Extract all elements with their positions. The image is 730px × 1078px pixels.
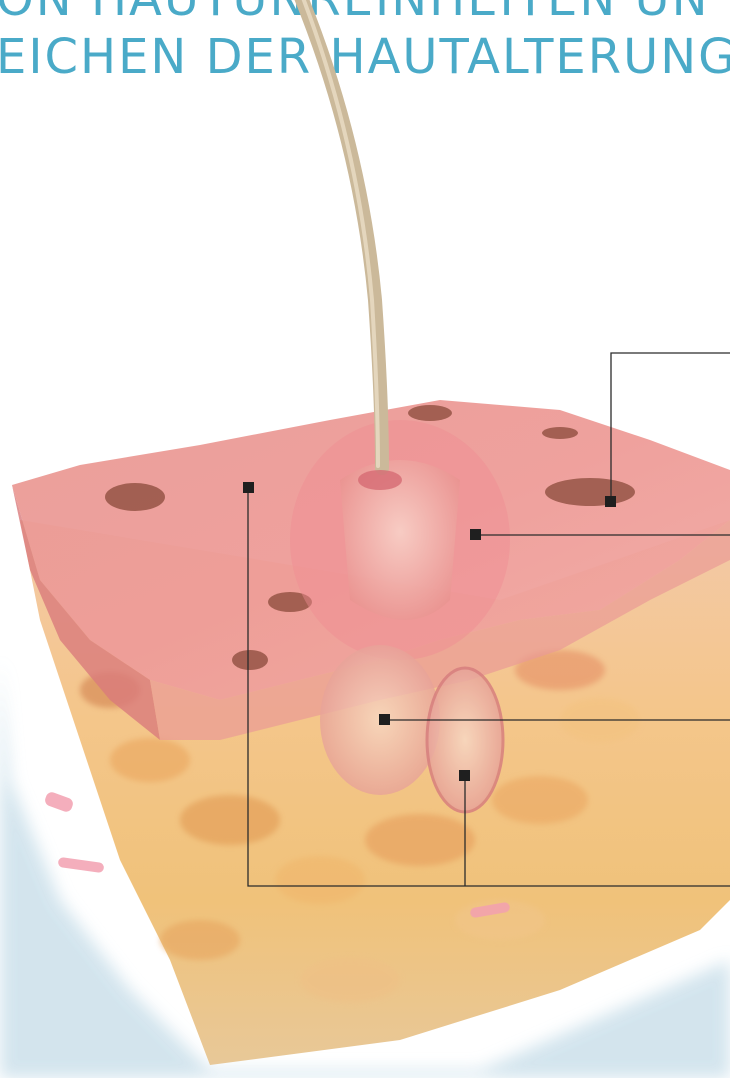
hair-strand [298, 0, 382, 468]
callout-marker-gland-lower [459, 770, 470, 781]
callout-marker-dermis [243, 482, 254, 493]
callout-marker-gland [379, 714, 390, 725]
callout-marker-pigment [605, 496, 616, 507]
hair-root-opening [358, 470, 402, 490]
callout-marker-follicle [470, 529, 481, 540]
